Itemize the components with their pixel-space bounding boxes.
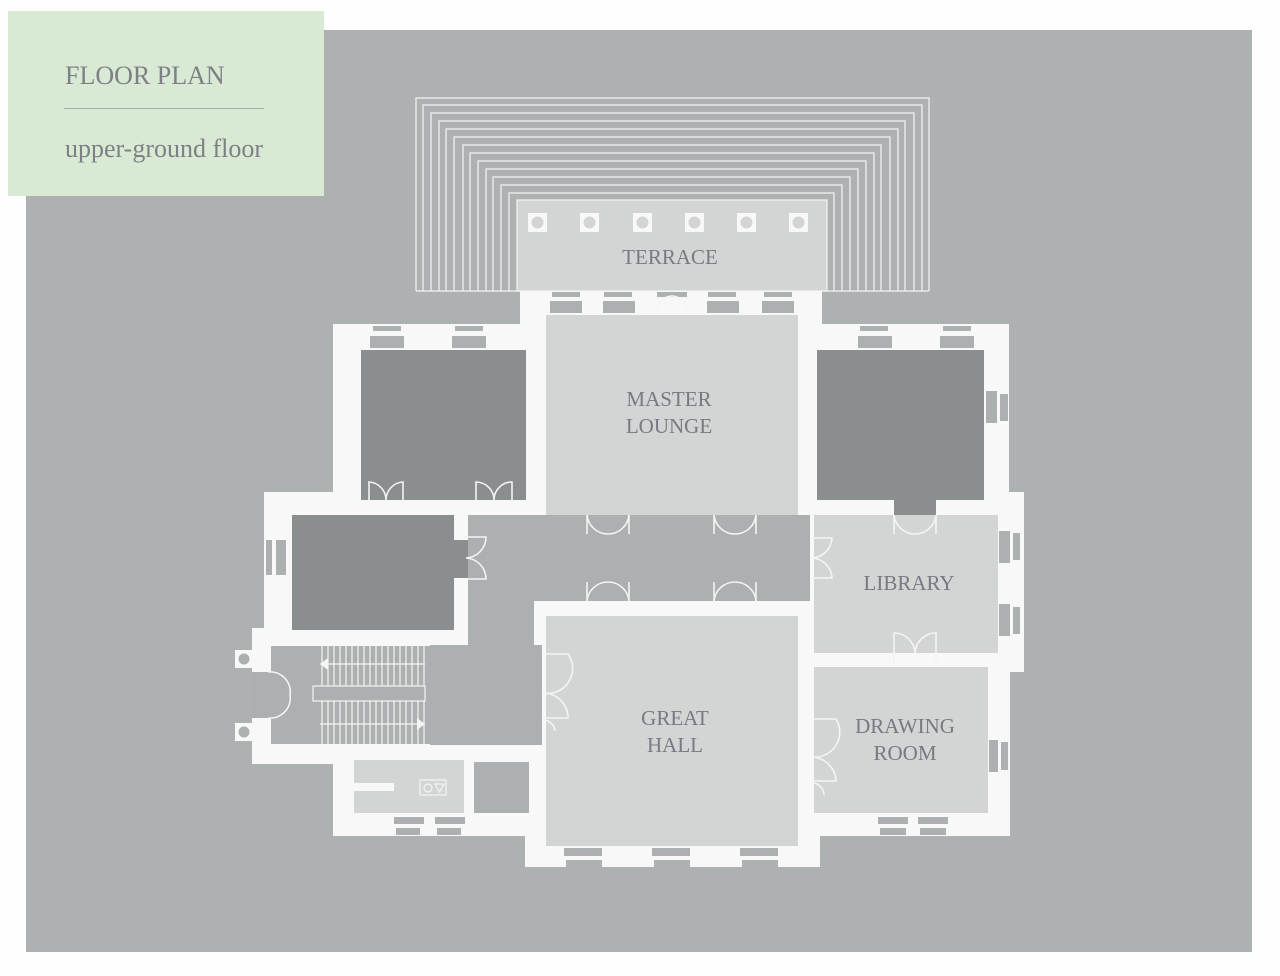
room-label-great-hall: GREAT HALL [641,706,709,757]
dark-room-northwest [361,350,526,500]
great-hall-floor [546,616,798,846]
library-floor [814,515,998,653]
dark-room-west [292,515,454,630]
dark-room-northeast [817,350,984,500]
corridor [430,515,810,745]
master-lounge-floor [546,315,798,495]
floor-subtitle: upper-ground floor [65,134,264,163]
room-label-terrace: TERRACE [622,245,718,269]
room-label-master-lounge: MASTER LOUNGE [625,387,713,438]
title-card: FLOOR PLAN upper-ground floor [8,11,324,196]
terrace-floor [516,199,828,292]
page-title: FLOOR PLAN [65,61,225,90]
drawing-room-floor [814,667,988,813]
title-divider [64,108,264,109]
room-label-drawing-room: DRAWING ROOM [855,714,955,765]
lift-icon [419,779,447,796]
room-label-library: LIBRARY [863,571,955,595]
column-icon [528,213,808,232]
door-icon [267,295,937,796]
